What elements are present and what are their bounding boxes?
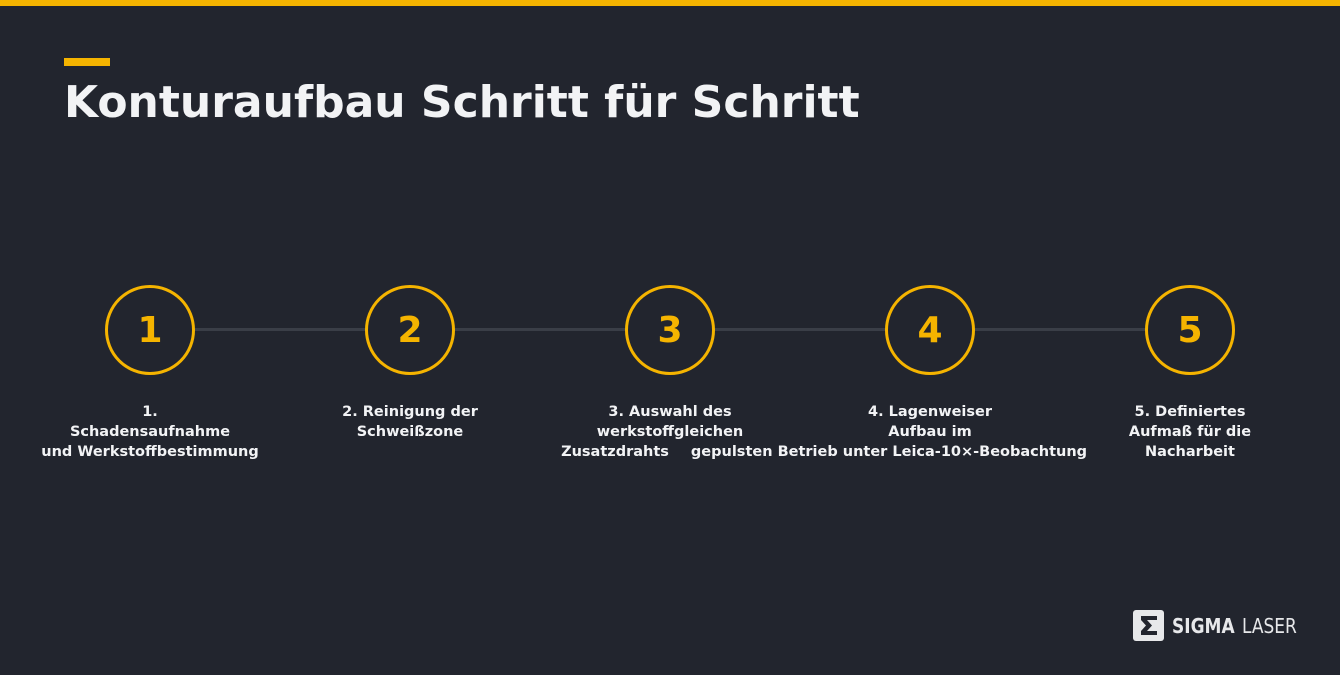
title-accent-bar (64, 58, 110, 66)
step-5-circle: 5 (1145, 285, 1235, 375)
step-4-circle: 4 (885, 285, 975, 375)
step-1-label-line: und Werkstoffbestimmung (41, 444, 259, 460)
step-2-circle: 2 (365, 285, 455, 375)
step-4-label-line: Aufbau im (888, 424, 972, 440)
step-3-label-line: Zusatzdrahts (561, 444, 669, 460)
step-5-label-line: 5. Definiertes (1134, 404, 1246, 420)
step-5-label-line: Aufmaß für die (1128, 424, 1252, 440)
sigma-logo-icon (1133, 610, 1164, 641)
step-3-circle: 3 (625, 285, 715, 375)
step-3-number: 3 (657, 309, 683, 351)
brand-name-strong: SIGMA (1172, 613, 1235, 638)
step-4-number: 4 (917, 309, 943, 351)
step-1-label-line: 1. (142, 404, 158, 420)
step-2-label-line: 2. Reinigung der (342, 404, 478, 420)
brand-logo: SIGMA LASER (1133, 610, 1306, 641)
step-1-circle: 1 (105, 285, 195, 375)
step-4-label-line: 4. Lagenweiser (867, 404, 993, 420)
step-1-label-line: Schadensaufnahme (69, 424, 231, 440)
step-4-label-line: gepulsten Betrieb unter Leica-10×-Beobac… (690, 444, 1088, 460)
step-1-number: 1 (137, 309, 163, 351)
step-3-label-line: 3. Auswahl des (608, 404, 732, 420)
brand-name-light: LASER (1241, 613, 1297, 638)
step-2-label-line: Schweißzone (356, 424, 464, 440)
top-accent-bar (0, 0, 1340, 6)
page-title: Konturaufbau Schritt für Schritt (64, 77, 860, 128)
step-3-label-line: werkstoffgleichen (596, 424, 744, 440)
step-5-label-line: Nacharbeit (1145, 444, 1235, 460)
step-5-number: 5 (1177, 309, 1203, 351)
step-2-number: 2 (397, 309, 423, 351)
